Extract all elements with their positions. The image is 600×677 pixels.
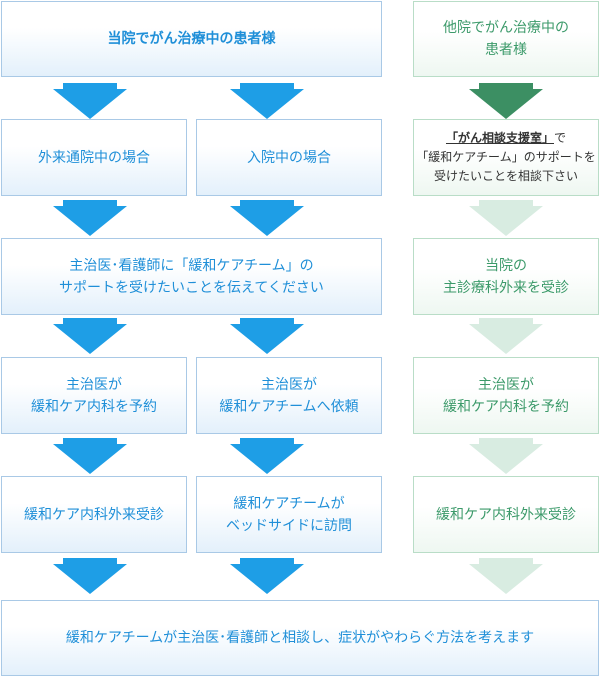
start-other-line2: 患者様 xyxy=(485,42,527,58)
consult-office-name: 「がん相談支援室」 xyxy=(445,131,554,145)
consult-suffix: で xyxy=(554,131,567,145)
tell-line1: 主治医･看護師に「緩和ケアチーム」の xyxy=(69,257,314,274)
visit-outpatient-box: 緩和ケア内科外来受診 xyxy=(1,476,187,553)
arrow-down-green-dark xyxy=(469,83,543,119)
reserve-other-text: 主治医が 緩和ケア内科を予約 xyxy=(443,374,569,418)
department-text: 当院の 主診療科外来を受診 xyxy=(443,255,569,299)
request-team-box: 主治医が 緩和ケアチームへ依頼 xyxy=(196,357,382,434)
arrow-down-blue xyxy=(230,318,304,354)
consult-line2: 「緩和ケアチーム」のサポートを xyxy=(416,150,596,164)
reserve-line1: 主治医が xyxy=(66,376,122,393)
inpatient-box: 入院中の場合 xyxy=(196,119,382,196)
visit-outpatient-box-other: 緩和ケア内科外来受診 xyxy=(413,476,599,553)
reserve-box: 主治医が 緩和ケア内科を予約 xyxy=(1,357,187,434)
request-line2: 緩和ケアチームへ依頼 xyxy=(219,398,359,415)
dept-line2: 主診療科外来を受診 xyxy=(443,279,569,296)
arrow-down-blue xyxy=(53,558,127,594)
consult-office-box: 「がん相談支援室」で 「緩和ケアチーム」のサポートを 受けたいことを相談下さい xyxy=(413,119,599,196)
start-other-line1: 他院でがん治療中の xyxy=(443,20,569,36)
arrow-down-blue xyxy=(53,83,127,119)
final-label: 緩和ケアチームが主治医･看護師と相談し、症状がやわらぐ方法を考えます xyxy=(65,630,535,646)
start-other-text: 他院でがん治療中の 患者様 xyxy=(443,17,569,61)
reserve-other-line2: 緩和ケア内科を予約 xyxy=(443,398,569,415)
reserve-box-other: 主治医が 緩和ケア内科を予約 xyxy=(413,357,599,434)
bedside-visit-box: 緩和ケアチームが ベッドサイドに訪問 xyxy=(196,476,382,553)
bedside-text: 緩和ケアチームが ベッドサイドに訪問 xyxy=(226,493,352,537)
arrow-down-blue xyxy=(230,558,304,594)
final-box: 緩和ケアチームが主治医･看護師と相談し、症状がやわらぐ方法を考えます xyxy=(1,600,599,676)
arrow-down-green-light xyxy=(469,438,543,474)
request-text: 主治医が 緩和ケアチームへ依頼 xyxy=(219,374,358,418)
outpatient-label: 外来通院中の場合 xyxy=(38,149,150,166)
arrow-down-blue xyxy=(53,200,127,236)
reserve-line2: 緩和ケア内科を予約 xyxy=(31,398,157,415)
arrow-down-green-light xyxy=(469,200,543,236)
bedside-line2: ベッドサイドに訪問 xyxy=(226,517,352,534)
visit-outpatient-label: 緩和ケア内科外来受診 xyxy=(24,506,164,523)
arrow-down-blue xyxy=(230,200,304,236)
outpatient-box: 外来通院中の場合 xyxy=(1,119,187,196)
inpatient-label: 入院中の場合 xyxy=(247,149,331,166)
consult-line1: 「がん相談支援室」で xyxy=(416,129,595,148)
arrow-down-blue xyxy=(230,438,304,474)
arrow-down-green-light xyxy=(469,318,543,354)
tell-line2: サポートを受けたいことを伝えてください xyxy=(59,279,324,296)
bedside-line1: 緩和ケアチームが xyxy=(233,495,345,512)
arrow-down-blue xyxy=(230,83,304,119)
tell-doctor-text: 主治医･看護師に「緩和ケアチーム」の サポートを受けたいことを伝えてください xyxy=(59,255,324,299)
consult-line3: 受けたいことを相談下さい xyxy=(433,169,578,183)
visit-outpatient-other-label: 緩和ケア内科外来受診 xyxy=(436,506,576,523)
request-line1: 主治医が xyxy=(261,376,317,393)
reserve-other-line1: 主治医が xyxy=(478,376,534,393)
start-label: 当院でがん治療中の患者様 xyxy=(107,31,276,47)
arrow-down-blue xyxy=(53,438,127,474)
consult-office-text: 「がん相談支援室」で 「緩和ケアチーム」のサポートを 受けたいことを相談下さい xyxy=(416,129,595,186)
department-box: 当院の 主診療科外来を受診 xyxy=(413,238,599,315)
arrow-down-blue xyxy=(53,318,127,354)
tell-doctor-box: 主治医･看護師に「緩和ケアチーム」の サポートを受けたいことを伝えてください xyxy=(1,238,382,315)
start-box-other-hospital: 他院でがん治療中の 患者様 xyxy=(413,1,599,77)
reserve-text: 主治医が 緩和ケア内科を予約 xyxy=(31,374,157,418)
arrow-down-green-light xyxy=(469,558,543,594)
dept-line1: 当院の xyxy=(485,257,527,274)
start-box-this-hospital: 当院でがん治療中の患者様 xyxy=(1,1,382,77)
